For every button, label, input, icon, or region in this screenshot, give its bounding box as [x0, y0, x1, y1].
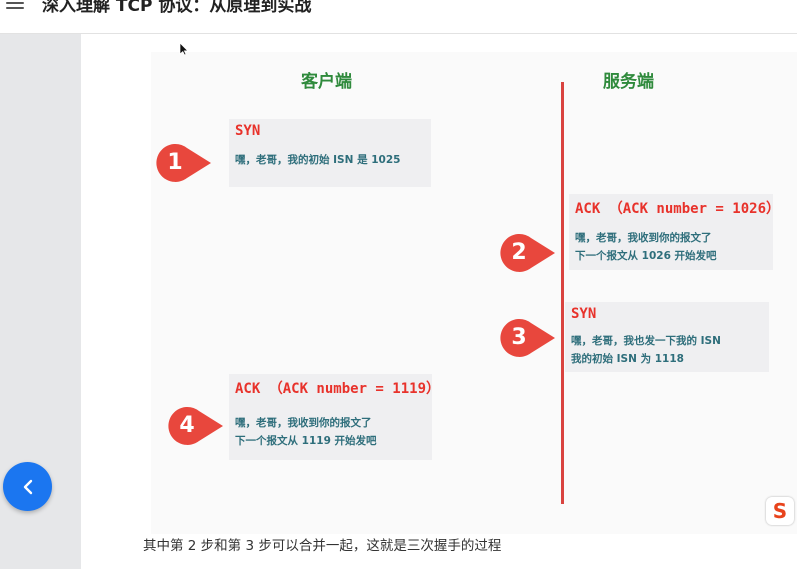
chevron-left-icon [23, 479, 32, 494]
step-box-3: SYN 嘿，老哥，我也发一下我的 ISN 我的初始 ISN 为 1118 [565, 302, 769, 372]
figure-caption: 其中第 2 步和第 3 步可以合并一起，这就是三次握手的过程 [143, 538, 502, 554]
top-bar: 深入理解 TCP 协议：从原理到实战 [0, 0, 797, 34]
step-box-1: SYN 嘿，老哥，我的初始 ISN 是 1025 [229, 119, 431, 187]
tcp-handshake-figure: 客户端 服务端 1 SYN 嘿，老哥，我的初始 ISN 是 1025 2 ACK… [151, 52, 797, 534]
back-button[interactable] [3, 462, 52, 511]
step-badge-4: 4 [165, 405, 225, 447]
hamburger-menu-icon[interactable] [6, 2, 24, 12]
server-column-label: 服务端 [603, 72, 654, 92]
client-column-label: 客户端 [301, 72, 352, 92]
step-badge-2: 2 [497, 232, 557, 274]
page-title: 深入理解 TCP 协议：从原理到实战 [42, 0, 312, 16]
step-box-4: ACK （ACK number = 1119） 嘿，老哥，我收到你的报文了 下一… [229, 374, 440, 460]
client-server-divider [561, 82, 564, 504]
step-badge-1: 1 [153, 142, 213, 184]
article-content: 客户端 服务端 1 SYN 嘿，老哥，我的初始 ISN 是 1025 2 ACK… [81, 34, 797, 569]
step-box-2: ACK （ACK number = 1026） 嘿，老哥，我收到你的报文了 下一… [569, 194, 780, 270]
step-badge-3: 3 [497, 317, 557, 359]
sogou-ime-icon[interactable]: S [766, 497, 794, 525]
mouse-cursor-icon [179, 42, 189, 56]
